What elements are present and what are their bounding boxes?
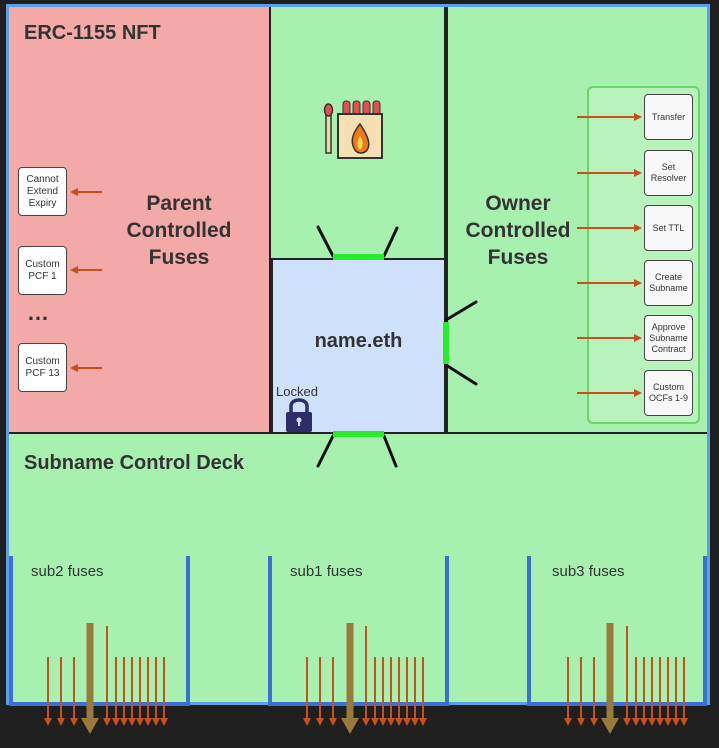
name-label: name.eth <box>314 330 403 352</box>
sub3-container <box>527 556 707 706</box>
owner-fuses-label: Owner Controlled Fuses <box>465 192 571 269</box>
sub1-container <box>268 556 449 706</box>
fuse-cannot-extend-expiry: Cannot Extend Expiry <box>18 167 67 216</box>
fuse-set-resolver: Set Resolver <box>644 150 693 196</box>
fuse-wires <box>316 225 478 468</box>
matchstick-icon <box>323 103 334 154</box>
fuse-create-subname: Create Subname <box>644 260 693 306</box>
deck-title: Subname Control Deck <box>24 452 245 474</box>
parent-fuse-arrows <box>70 188 102 372</box>
sub1-label: sub1 fuses <box>290 563 363 580</box>
subname-deck-region <box>9 434 707 702</box>
sub-main-arrows <box>81 623 619 734</box>
fuse-custom-pcf-1: Custom PCF 1 <box>18 246 67 295</box>
nft-title: ERC-1155 NFT <box>24 22 161 44</box>
sub2-label: sub2 fuses <box>31 563 104 580</box>
locked-label: Locked <box>276 384 318 399</box>
ellipsis: … <box>27 300 49 325</box>
sub-fuse-arrows <box>44 626 688 726</box>
fuse-transfer: Transfer <box>644 94 693 140</box>
fuse-approve-subname-contract: Approve Subname Contract <box>644 315 693 361</box>
matchbox-icon <box>337 100 383 159</box>
owner-fuse-panel <box>587 86 700 424</box>
sub3-label: sub3 fuses <box>552 563 625 580</box>
fuse-custom-ocfs: Custom OCFs 1-9 <box>644 370 693 416</box>
fuse-set-ttl: Set TTL <box>644 205 693 251</box>
sub2-container <box>9 556 190 706</box>
padlock-icon <box>286 398 312 432</box>
parent-fuses-label: Parent Controlled Fuses <box>126 192 232 269</box>
fuse-custom-pcf-13: Custom PCF 13 <box>18 343 67 392</box>
owner-fuse-arrows <box>577 113 642 397</box>
glow-bars <box>333 254 449 437</box>
